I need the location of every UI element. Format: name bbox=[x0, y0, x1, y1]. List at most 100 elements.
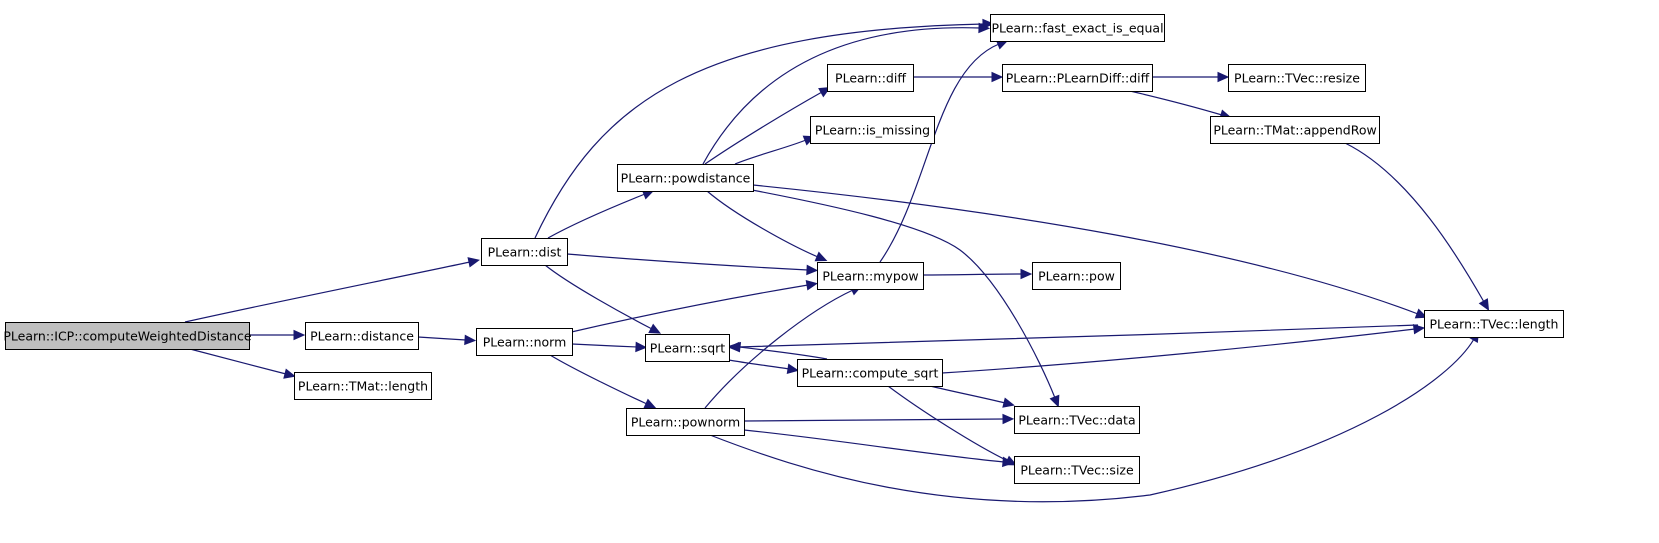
node-plearndiff[interactable]: PLearn::PLearnDiff::diff bbox=[1002, 64, 1153, 92]
node-label: PLearn::TMat::length bbox=[298, 379, 428, 394]
node-sqrt[interactable]: PLearn::sqrt bbox=[645, 334, 730, 362]
node-box bbox=[810, 116, 935, 144]
node-pow[interactable]: PLearn::pow bbox=[1032, 262, 1121, 290]
node-label: PLearn::PLearnDiff::diff bbox=[1006, 71, 1150, 86]
node-label: PLearn::is_missing bbox=[815, 123, 930, 138]
edge-line bbox=[728, 359, 790, 370]
node-pownorm[interactable]: PLearn::pownorm bbox=[626, 408, 745, 436]
node-mypow[interactable]: PLearn::mypow bbox=[817, 262, 924, 290]
node-label: PLearn::TVec::length bbox=[1430, 317, 1559, 332]
node-tvec-length[interactable]: PLearn::TVec::length bbox=[1424, 310, 1564, 338]
node-diff[interactable]: PLearn::diff bbox=[827, 64, 914, 92]
edge-line bbox=[734, 139, 807, 165]
arrowhead bbox=[1020, 268, 1033, 280]
node-label: PLearn::diff bbox=[835, 71, 906, 86]
edge-line bbox=[566, 284, 809, 334]
node-box bbox=[617, 164, 754, 192]
edge-distance-to-norm bbox=[417, 334, 477, 346]
node-tvec-size[interactable]: PLearn::TVec::size bbox=[1014, 456, 1140, 484]
node-box bbox=[827, 64, 914, 92]
edge-dist-to-mypow bbox=[566, 253, 819, 276]
node-box bbox=[626, 408, 745, 436]
arrowhead bbox=[467, 257, 480, 268]
node-box bbox=[1228, 64, 1366, 92]
edge-line bbox=[737, 324, 1419, 348]
node-fast-exact[interactable]: PLearn::fast_exact_is_equal bbox=[990, 14, 1165, 42]
edge-line bbox=[704, 91, 823, 165]
edge-pownorm-to-tvec_size bbox=[743, 429, 1015, 468]
node-label: PLearn::compute_sqrt bbox=[802, 366, 939, 381]
node-box bbox=[990, 14, 1165, 42]
edge-line bbox=[743, 418, 1005, 422]
node-box bbox=[481, 238, 568, 266]
node-norm[interactable]: PLearn::norm bbox=[476, 328, 573, 356]
edge-norm-to-pownorm bbox=[549, 354, 657, 409]
node-box bbox=[1002, 64, 1153, 92]
node-appendrow[interactable]: PLearn::TMat::appendRow bbox=[1210, 116, 1380, 144]
edge-line bbox=[1344, 142, 1485, 303]
arrowhead bbox=[786, 363, 800, 374]
arrowhead bbox=[635, 341, 648, 353]
node-label: PLearn::mypow bbox=[822, 269, 918, 284]
edge-line bbox=[704, 289, 854, 409]
node-tmat-length[interactable]: PLearn::TMat::length bbox=[294, 372, 432, 400]
arrowhead bbox=[283, 368, 296, 379]
edge-line bbox=[929, 385, 1006, 404]
edge-line bbox=[189, 348, 287, 375]
node-box bbox=[817, 262, 924, 290]
edge-root-to-dist bbox=[184, 257, 480, 323]
edge-line bbox=[743, 429, 1005, 463]
node-distance[interactable]: PLearn::distance bbox=[305, 322, 419, 350]
edge-plearndiff-to-tvec_resize bbox=[1151, 71, 1230, 83]
node-label: PLearn::TMat::appendRow bbox=[1213, 123, 1376, 138]
arrowhead bbox=[1478, 298, 1490, 311]
edge-norm-to-sqrt bbox=[571, 341, 648, 353]
edge-tvec_length-to-sqrt bbox=[727, 324, 1419, 353]
node-box bbox=[1210, 116, 1380, 144]
node-label: PLearn::TVec::size bbox=[1020, 463, 1134, 478]
node-box bbox=[1032, 262, 1121, 290]
edge-line bbox=[702, 27, 981, 165]
node-compute-sqrt[interactable]: PLearn::compute_sqrt bbox=[797, 359, 943, 387]
edge-line bbox=[566, 253, 809, 271]
arrowhead bbox=[728, 341, 742, 353]
arrowhead bbox=[814, 251, 828, 262]
edge-diff-to-plearndiff bbox=[912, 71, 1004, 83]
edge-norm-to-mypow bbox=[566, 280, 819, 334]
node-powdistance[interactable]: PLearn::powdistance bbox=[617, 164, 754, 192]
arrowhead bbox=[991, 71, 1004, 83]
node-box bbox=[1014, 406, 1140, 434]
edge-dist-to-powdistance bbox=[547, 189, 655, 239]
node-label: PLearn::sqrt bbox=[650, 341, 725, 356]
edge-sqrt-to-compute_sqrt bbox=[728, 359, 800, 374]
node-label: PLearn::norm bbox=[483, 335, 567, 350]
node-label: PLearn::TVec::resize bbox=[1234, 71, 1360, 86]
edge-line bbox=[417, 336, 467, 341]
node-label: PLearn::TVec::data bbox=[1018, 413, 1135, 428]
edge-powdistance-to-is_missing bbox=[734, 135, 816, 165]
edge-appendrow-to-tvec_length bbox=[1344, 142, 1490, 311]
arrowhead bbox=[978, 22, 991, 34]
edge-line bbox=[941, 328, 1416, 374]
arrowhead bbox=[1414, 308, 1428, 319]
node-tvec-resize[interactable]: PLearn::TVec::resize bbox=[1228, 64, 1366, 92]
edges-layer bbox=[184, 18, 1490, 503]
node-dist[interactable]: PLearn::dist bbox=[481, 238, 568, 266]
edge-line bbox=[922, 273, 1023, 276]
edge-line bbox=[752, 184, 1419, 315]
node-box bbox=[645, 334, 730, 362]
arrowhead bbox=[806, 264, 819, 276]
edge-line bbox=[547, 193, 646, 239]
node-label: PLearn::pownorm bbox=[631, 415, 740, 430]
arrowhead bbox=[1412, 323, 1426, 335]
node-is-missing[interactable]: PLearn::is_missing bbox=[810, 116, 935, 144]
node-box bbox=[1424, 310, 1564, 338]
edge-root-to-tmat_length bbox=[189, 348, 296, 379]
node-label: PLearn::ICP::computeWeightedDistance bbox=[3, 329, 252, 344]
node-tvec-data[interactable]: PLearn::TVec::data bbox=[1014, 406, 1140, 434]
node-root[interactable]: PLearn::ICP::computeWeightedDistance bbox=[3, 322, 252, 350]
arrowhead bbox=[464, 334, 477, 346]
